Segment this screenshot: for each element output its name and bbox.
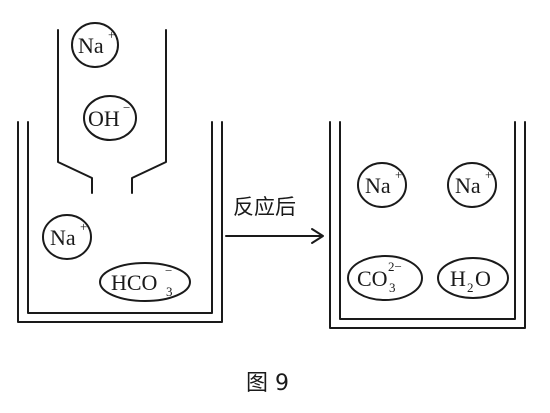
left-beaker [17, 121, 223, 323]
ion-charge: + [80, 219, 87, 234]
ion-symbol: Na [50, 225, 76, 250]
reaction-arrow: 反应后 [225, 195, 324, 244]
ion-charge: + [108, 27, 115, 42]
ion-symbol: Na [78, 33, 104, 58]
arrow-label: 反应后 [233, 195, 296, 219]
ion-symbol: Na [455, 173, 481, 198]
product-water-molecule: H 2 O [437, 257, 509, 299]
figure-caption: 图 9 [246, 371, 289, 396]
right-beaker [329, 121, 526, 329]
ion-charge: + [485, 167, 492, 182]
ion-charge: − [123, 100, 130, 115]
molecule-symbol: H [450, 266, 466, 291]
product-ion-sodium-2: Na + [447, 162, 497, 208]
ion-subscript: 3 [389, 280, 396, 295]
solution-ion-sodium: Na + [42, 214, 92, 260]
product-ion-sodium-1: Na + [357, 162, 407, 208]
molecule-tail: O [475, 266, 491, 291]
product-ion-carbonate: CO 2− 3 [347, 255, 423, 301]
ion-charge: + [395, 167, 402, 182]
ion-symbol: HCO [111, 270, 157, 295]
ion-charge: − [165, 263, 172, 278]
ion-symbol: CO [357, 266, 388, 291]
ion-charge: 2− [388, 259, 402, 274]
ion-symbol: OH [88, 106, 120, 131]
dropper-tube [57, 29, 167, 194]
dropper-ion-hydroxide: OH − [83, 95, 137, 141]
solution-ion-bicarbonate: HCO − 3 [99, 262, 191, 302]
dropper-ion-sodium: Na + [71, 22, 119, 68]
molecule-subscript: 2 [467, 280, 474, 295]
ion-symbol: Na [365, 173, 391, 198]
ion-subscript: 3 [166, 284, 173, 299]
